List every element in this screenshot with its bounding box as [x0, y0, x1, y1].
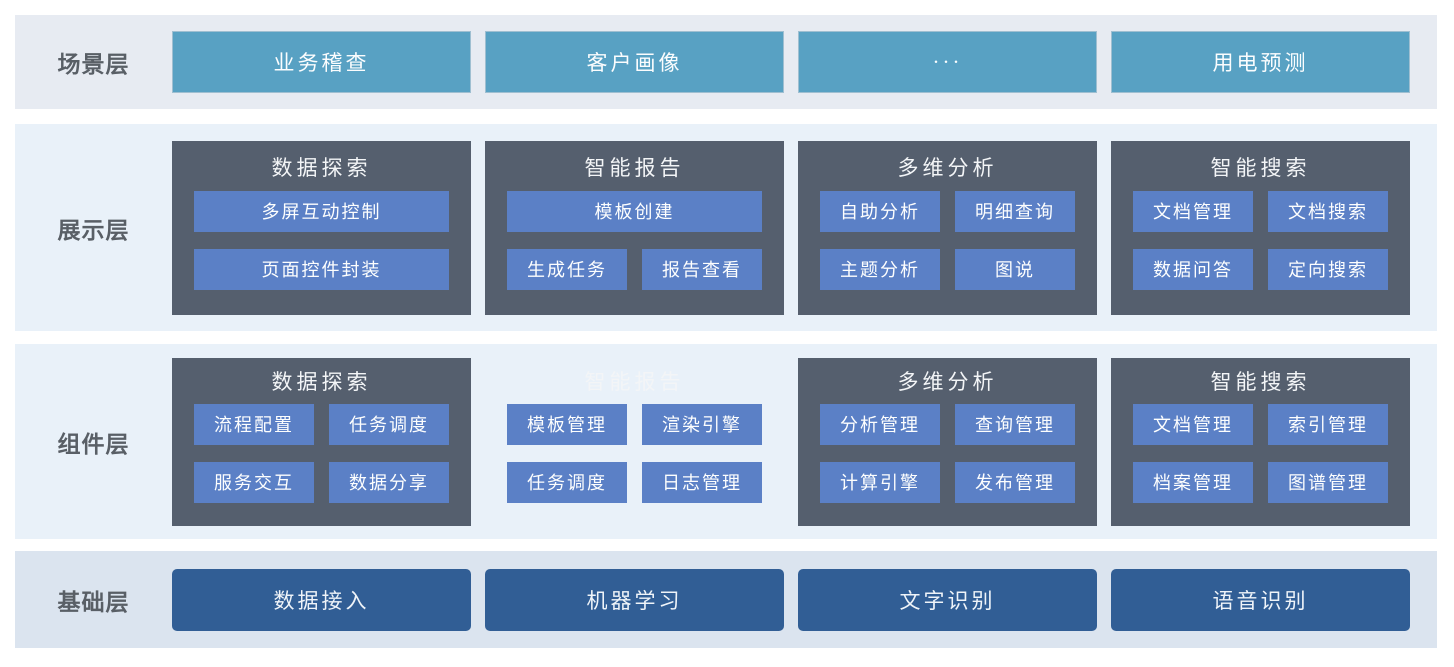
component-item: 发布管理 — [955, 461, 1075, 503]
scene-layer-content: 业务稽查 客户画像 ··· 用电预测 — [172, 31, 1437, 93]
component-item: 文档管理 — [1133, 403, 1253, 445]
component-layer-band: 组件层 数据探索 流程配置 任务调度 服务交互 数据分享 智能报告 模板管理 渲… — [15, 344, 1437, 539]
display-item: 文档管理 — [1133, 190, 1253, 232]
display-item: 定向搜索 — [1268, 248, 1388, 290]
component-item: 计算引擎 — [820, 461, 940, 503]
card-title: 数据探索 — [271, 369, 372, 394]
component-card-multidim-analysis: 多维分析 分析管理 查询管理 计算引擎 发布管理 — [798, 357, 1097, 526]
display-item: 主题分析 — [820, 248, 940, 290]
card-items: 多屏互动控制 页面控件封装 — [185, 189, 458, 290]
card-items: 文档管理 文档搜索 数据问答 定向搜索 — [1124, 189, 1397, 290]
display-item: 图说 — [955, 248, 1075, 290]
component-item: 任务调度 — [329, 403, 449, 445]
base-block-text-recognition: 文字识别 — [798, 568, 1097, 631]
scene-block-business-audit: 业务稽查 — [172, 31, 471, 93]
component-card-smart-report: 智能报告 模板管理 渲染引擎 任务调度 日志管理 — [485, 358, 784, 526]
component-item: 数据分享 — [329, 461, 449, 503]
display-layer-band: 展示层 数据探索 多屏互动控制 页面控件封装 智能报告 模板创建 生成任务 报告… — [15, 124, 1437, 331]
component-item: 任务调度 — [507, 461, 627, 503]
card-items: 流程配置 任务调度 服务交互 数据分享 — [185, 402, 458, 503]
display-layer-content: 数据探索 多屏互动控制 页面控件封装 智能报告 模板创建 生成任务 报告查看 多… — [172, 140, 1437, 315]
card-items: 模板管理 渲染引擎 任务调度 日志管理 — [498, 402, 771, 503]
card-items: 模板创建 生成任务 报告查看 — [498, 189, 771, 290]
component-item: 流程配置 — [194, 403, 314, 445]
base-layer-band: 基础层 数据接入 机器学习 文字识别 语音识别 — [15, 551, 1437, 648]
component-item: 图谱管理 — [1268, 461, 1388, 503]
card-title: 智能报告 — [584, 369, 685, 394]
display-layer-label: 展示层 — [57, 216, 130, 243]
component-layer-label: 组件层 — [57, 430, 130, 457]
card-items: 文档管理 索引管理 档案管理 图谱管理 — [1124, 402, 1397, 503]
component-item: 渲染引擎 — [642, 403, 762, 445]
display-card-multidim-analysis: 多维分析 自助分析 明细查询 主题分析 图说 — [798, 140, 1097, 315]
base-block-data-access: 数据接入 — [172, 568, 471, 631]
card-items: 分析管理 查询管理 计算引擎 发布管理 — [811, 402, 1084, 503]
scene-block-power-forecast: 用电预测 — [1111, 31, 1410, 93]
card-title: 多维分析 — [897, 369, 998, 394]
component-item: 日志管理 — [642, 461, 762, 503]
base-block-speech-recognition: 语音识别 — [1111, 568, 1410, 631]
component-card-data-exploration: 数据探索 流程配置 任务调度 服务交互 数据分享 — [172, 357, 471, 526]
scene-block-customer-profile: 客户画像 — [485, 31, 784, 93]
scene-layer-band: 场景层 业务稽查 客户画像 ··· 用电预测 — [15, 15, 1437, 109]
display-item: 自助分析 — [820, 190, 940, 232]
display-card-smart-report: 智能报告 模板创建 生成任务 报告查看 — [485, 140, 784, 315]
card-title: 智能搜索 — [1210, 369, 1311, 394]
display-item: 报告查看 — [642, 248, 762, 290]
display-card-data-exploration: 数据探索 多屏互动控制 页面控件封装 — [172, 140, 471, 315]
card-items: 自助分析 明细查询 主题分析 图说 — [811, 189, 1084, 290]
component-card-smart-search: 智能搜索 文档管理 索引管理 档案管理 图谱管理 — [1111, 357, 1410, 526]
scene-layer-label: 场景层 — [57, 51, 130, 77]
display-item: 数据问答 — [1133, 248, 1253, 290]
display-card-smart-search: 智能搜索 文档管理 文档搜索 数据问答 定向搜索 — [1111, 140, 1410, 315]
base-layer-label: 基础层 — [57, 588, 130, 615]
display-item: 生成任务 — [507, 248, 627, 290]
component-item: 查询管理 — [955, 403, 1075, 445]
base-layer-content: 数据接入 机器学习 文字识别 语音识别 — [172, 568, 1437, 631]
card-title: 数据探索 — [271, 155, 372, 180]
card-title: 智能搜索 — [1210, 155, 1311, 180]
component-item: 索引管理 — [1268, 403, 1388, 445]
component-item: 服务交互 — [194, 461, 314, 503]
card-title: 多维分析 — [897, 155, 998, 180]
component-layer-content: 数据探索 流程配置 任务调度 服务交互 数据分享 智能报告 模板管理 渲染引擎 … — [172, 357, 1437, 526]
display-item: 模板创建 — [507, 190, 762, 232]
card-title: 智能报告 — [584, 155, 685, 180]
display-item: 多屏互动控制 — [194, 190, 449, 232]
display-item: 文档搜索 — [1268, 190, 1388, 232]
component-item: 分析管理 — [820, 403, 940, 445]
base-block-machine-learning: 机器学习 — [485, 568, 784, 631]
component-item: 档案管理 — [1133, 461, 1253, 503]
scene-block-ellipsis: ··· — [798, 31, 1097, 93]
display-item: 明细查询 — [955, 190, 1075, 232]
component-item: 模板管理 — [507, 403, 627, 445]
display-item: 页面控件封装 — [194, 248, 449, 290]
